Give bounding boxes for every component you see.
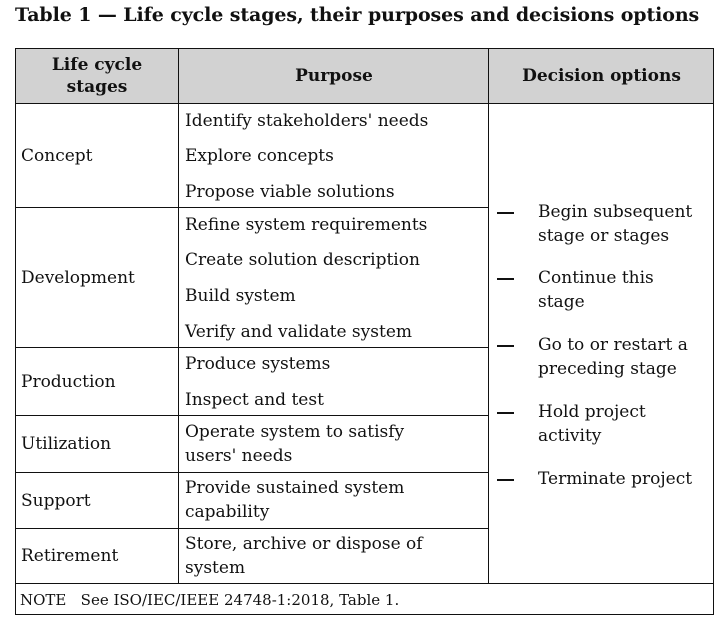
table-frame	[15, 48, 714, 615]
stage-name-development: Development	[21, 268, 135, 288]
note-divider	[15, 583, 714, 585]
decision-option: Terminate project	[538, 469, 693, 489]
header-divider	[15, 103, 714, 105]
header-stage-line1: Life cycle	[51, 55, 143, 75]
table-note: NOTE See ISO/IEC/IEEE 24748-1:2018, Tabl…	[20, 591, 400, 609]
header-stage: Life cycle stages	[15, 54, 179, 98]
purpose-item: Verify and validate system	[185, 322, 413, 342]
purpose-item: Inspect and test	[185, 390, 324, 410]
header-purpose: Purpose	[295, 66, 373, 86]
purpose-item: Operate system to satisfy	[185, 422, 405, 442]
purpose-item: Create solution description	[185, 250, 420, 270]
decision-option: Begin subsequent	[538, 202, 693, 222]
decision-dash	[497, 212, 514, 214]
purpose-item: Propose viable solutions	[185, 182, 395, 202]
decision-option-continued: activity	[538, 426, 602, 446]
purpose-item: Store, archive or dispose of	[185, 534, 423, 554]
stage-name-concept: Concept	[21, 146, 93, 166]
row-divider-support	[15, 528, 489, 530]
stage-name-support: Support	[21, 491, 91, 511]
table-caption: Table 1 — Life cycle stages, their purpo…	[15, 4, 700, 26]
decision-dash	[497, 412, 514, 414]
decision-dash	[497, 479, 514, 481]
decision-dash	[497, 278, 514, 280]
column-divider-1	[178, 48, 180, 583]
purpose-item: Produce systems	[185, 354, 331, 374]
row-divider-development	[15, 347, 489, 349]
decision-option-continued: preceding stage	[538, 359, 677, 379]
purpose-item-continued: system	[185, 558, 246, 578]
purpose-item: Refine system requirements	[185, 215, 428, 235]
decision-option: Continue this	[538, 268, 654, 288]
table-header-background	[15, 48, 714, 103]
purpose-item: Provide sustained system	[185, 478, 405, 498]
decision-option-continued: stage or stages	[538, 226, 670, 246]
header-stage-line2: stages	[66, 77, 128, 97]
purpose-item-continued: users' needs	[185, 446, 293, 466]
decision-option: Go to or restart a	[538, 335, 688, 355]
header-decision: Decision options	[522, 66, 681, 86]
purpose-item: Identify stakeholders' needs	[185, 111, 429, 131]
column-divider-2	[488, 48, 490, 583]
row-divider-concept	[15, 207, 489, 209]
purpose-item-continued: capability	[185, 502, 270, 522]
stage-name-utilization: Utilization	[21, 434, 112, 454]
purpose-item: Build system	[185, 286, 296, 306]
purpose-item: Explore concepts	[185, 146, 334, 166]
decision-dash	[497, 345, 514, 347]
row-divider-utilization	[15, 472, 489, 474]
decision-option-continued: stage	[538, 292, 585, 312]
row-divider-production	[15, 415, 489, 417]
stage-name-retirement: Retirement	[21, 546, 119, 566]
decision-option: Hold project	[538, 402, 646, 422]
stage-name-production: Production	[21, 372, 116, 392]
